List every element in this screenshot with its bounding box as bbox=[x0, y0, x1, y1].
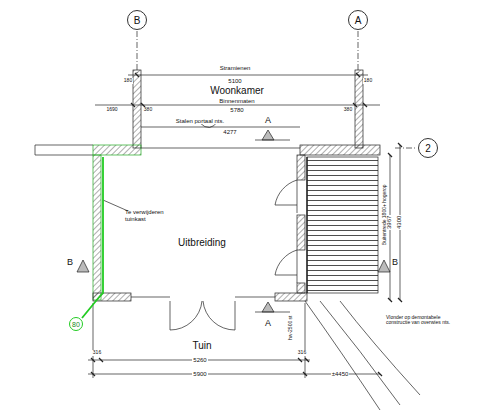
dimension-text: 316 bbox=[297, 350, 307, 356]
grid-bubble: A bbox=[348, 10, 368, 30]
grid-bubble: B bbox=[127, 10, 147, 30]
dimension-text: Stalen portaal nts. bbox=[175, 118, 225, 125]
dimension-text: 5100 bbox=[227, 78, 242, 85]
dimension-text: 5900 bbox=[192, 371, 207, 378]
grid-label: 80 bbox=[72, 321, 80, 328]
room-label: B bbox=[392, 258, 398, 268]
room-label: B bbox=[67, 258, 73, 268]
dimension-text: 180 bbox=[123, 78, 133, 84]
grid-label: A bbox=[355, 15, 362, 26]
dimension-text: Binnenmaten bbox=[218, 98, 255, 105]
dimension-text: Stramienen bbox=[219, 65, 252, 72]
grid-label: B bbox=[134, 15, 141, 26]
grid-bubble: 2 bbox=[418, 138, 438, 158]
room-label: Woonkamer bbox=[210, 85, 264, 96]
room-label: Uitbreiding bbox=[178, 237, 226, 248]
dimension-text: 5260 bbox=[192, 357, 207, 364]
dimension-text: 380 bbox=[343, 107, 353, 113]
dimension-text: 180 bbox=[363, 78, 373, 84]
room-label: A bbox=[265, 319, 271, 329]
dimension-text: ±4450 bbox=[331, 371, 350, 378]
dimension-text: 1690 bbox=[105, 107, 118, 113]
room-label: A bbox=[265, 116, 271, 126]
dimension-text: 380 bbox=[143, 107, 153, 113]
dimension-text: Te verwijderen tuinkast bbox=[125, 209, 175, 222]
dimension-text: 3967 bbox=[387, 214, 394, 229]
grid-label: 2 bbox=[425, 143, 431, 154]
dimension-text: 4277 bbox=[222, 129, 237, 136]
dimension-text: 316 bbox=[92, 350, 102, 356]
dimension-text: 4300 bbox=[397, 214, 404, 229]
dimension-text: Vlonder op demontabele constructie van o… bbox=[386, 315, 464, 326]
dimension-text: hw-2500 st bbox=[288, 315, 294, 341]
room-label: Tuin bbox=[192, 340, 211, 351]
dimension-text: 5780 bbox=[229, 107, 244, 114]
callout-bubble: 80 bbox=[69, 317, 83, 331]
